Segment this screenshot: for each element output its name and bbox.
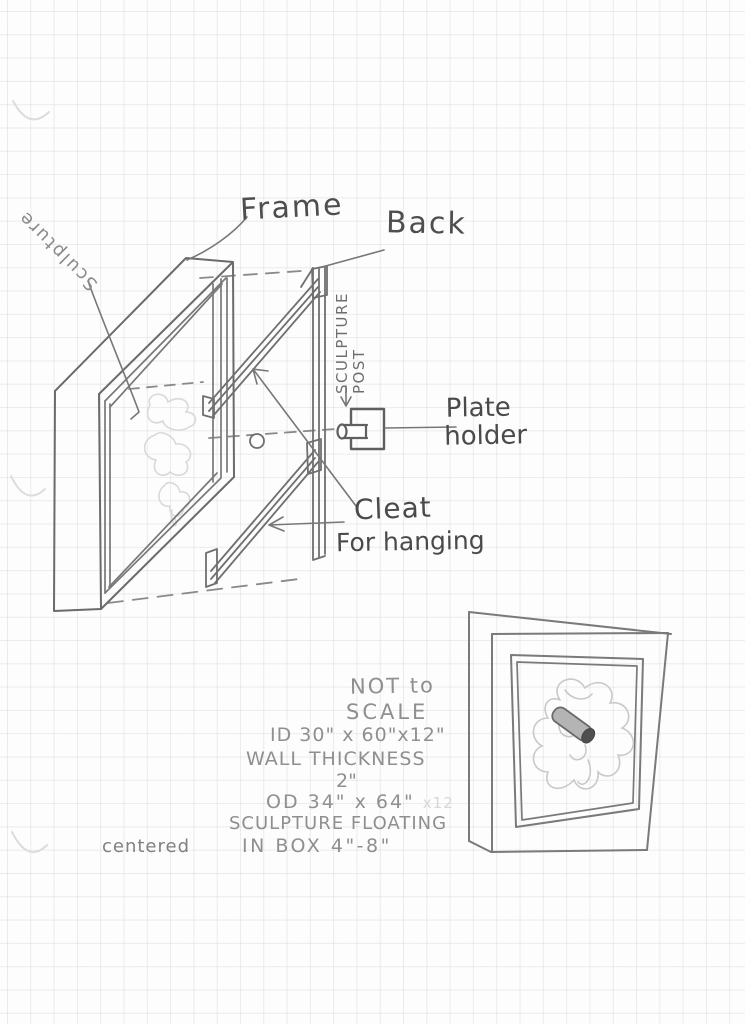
not-to-scale-note-line2: SCALE: [346, 700, 429, 724]
outer-dimensions-note: OD 34" x 64" x12: [266, 791, 454, 813]
lower-cleat-sketch: [205, 438, 322, 588]
back-label: Back: [385, 205, 468, 242]
punch-holes: [10, 100, 50, 854]
sculpture-post-label-line2: POST: [350, 348, 368, 394]
cleat-arrow-lower: [268, 516, 345, 532]
frame-label: Frame: [239, 187, 345, 228]
frame-sketch: [53, 257, 235, 612]
in-box-note: IN BOX 4"-8": [242, 835, 392, 857]
sculpture-squiggle-frame: [143, 393, 197, 527]
cleat-label: Cleat: [353, 490, 433, 527]
frame-opening-lines: [104, 277, 228, 594]
inner-dimensions-note: ID 30" x 60"x12": [270, 724, 446, 746]
cleat-arrow-upper: [252, 368, 357, 507]
post-hole-circle: [249, 433, 265, 449]
plate-holder-label-line2: holder: [443, 420, 528, 452]
sculpture-post-label: SCULPTURE POST: [333, 292, 368, 394]
back-leader-line: [321, 249, 385, 268]
leader-lines: [87, 216, 457, 532]
plate-holder-label: Plate holder: [443, 392, 528, 452]
sculpture-post-cylinder: [551, 706, 596, 744]
outer-dimensions-erased-text: x12: [422, 794, 454, 812]
centered-note: centered: [102, 836, 191, 857]
outer-dimensions-text: OD 34" x 64": [266, 791, 415, 813]
cleat-label-line2: For hanging: [335, 525, 485, 558]
sculpture-floating-note: SCULPTURE FLOATING: [229, 813, 448, 834]
not-to-scale-note-line1: NOT to: [349, 673, 436, 699]
plate-holder-leader-line: [384, 426, 457, 429]
back-panel-sketch: [300, 266, 326, 561]
sculpture-leader-line: [87, 280, 140, 420]
wall-thickness-value: 2": [336, 770, 357, 792]
plate-holder-label-line1: Plate: [445, 392, 512, 424]
sculpture-post-arrow: [340, 385, 352, 407]
plate-holder-sketch: [336, 407, 386, 451]
upper-cleat-sketch: [202, 265, 328, 419]
frame-leader-line: [186, 216, 248, 261]
sculpture-post-label-line1: SCULPTURE: [333, 292, 351, 394]
dashed-projection-lines: [107, 270, 336, 604]
wall-thickness-note: WALL THICKNESS: [246, 748, 426, 770]
shadow-box-front-view: [468, 611, 672, 853]
